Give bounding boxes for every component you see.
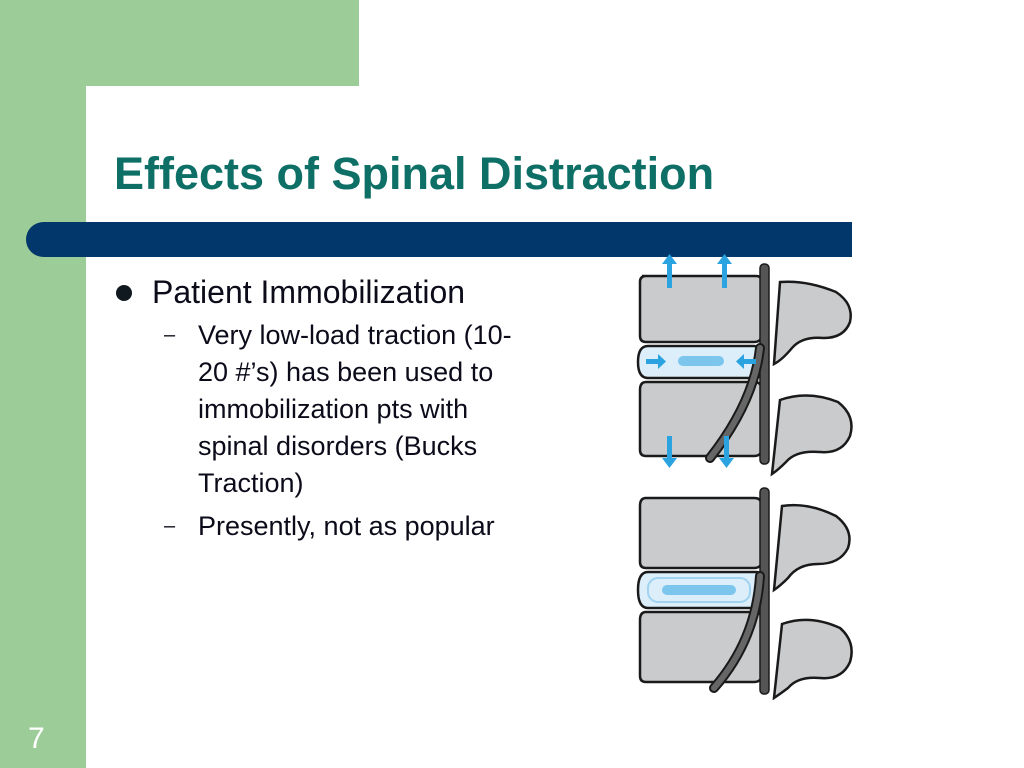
accent-band-top (86, 0, 359, 86)
page-number: 7 (28, 722, 45, 755)
nerve-root-icon (707, 345, 763, 461)
bullet-text: Patient Immobilization (152, 274, 466, 310)
content-corner (86, 86, 206, 206)
nucleus-icon (662, 585, 736, 595)
distracted-spine (636, 254, 853, 477)
arrow-inward-icon (646, 354, 756, 369)
neutral-spine (636, 487, 853, 700)
sub-bullet-item: – Presently, not as popular (110, 508, 540, 545)
slide-body: Patient Immobilization – Very low-load t… (110, 274, 540, 545)
slide-title: Effects of Spinal Distraction (114, 148, 715, 199)
vertebra-icon (638, 274, 764, 344)
sub-bullet-text: Very low-load traction (10-20 #’s) has b… (198, 320, 512, 498)
nucleus-icon (678, 356, 724, 366)
nerve-root-icon (711, 573, 763, 691)
spinous-process-icon (772, 618, 853, 700)
arrow-up-icon (662, 254, 732, 288)
bullet-dot-icon (116, 285, 132, 301)
spinous-process-icon (772, 503, 851, 593)
dash-icon: – (164, 515, 176, 537)
arrow-down-icon (662, 436, 734, 468)
sub-bullet-item: – Very low-load traction (10-20 #’s) has… (110, 317, 540, 502)
bullet-item: Patient Immobilization (110, 274, 540, 311)
spinous-process-icon (770, 394, 853, 477)
title-underline-bar (26, 222, 852, 257)
spinous-process-icon (772, 280, 852, 367)
accent-band-left (0, 0, 86, 768)
sub-bullet-text: Presently, not as popular (198, 511, 495, 541)
vertebra-icon (638, 496, 764, 570)
dash-icon: – (164, 324, 176, 346)
spine-distraction-illustration (636, 254, 853, 700)
